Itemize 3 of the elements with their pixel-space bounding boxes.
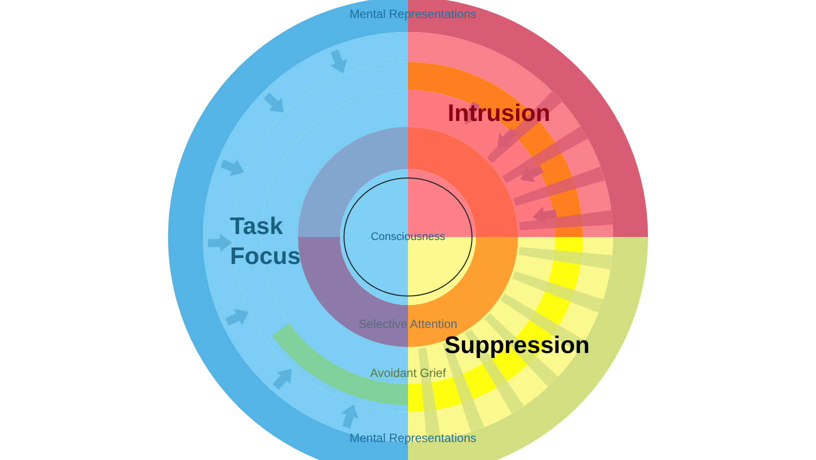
quadrant-title: Suppression: [444, 331, 590, 361]
quadrant-title: Task Focus: [230, 212, 300, 272]
node-label: Consciousness: [370, 231, 446, 243]
